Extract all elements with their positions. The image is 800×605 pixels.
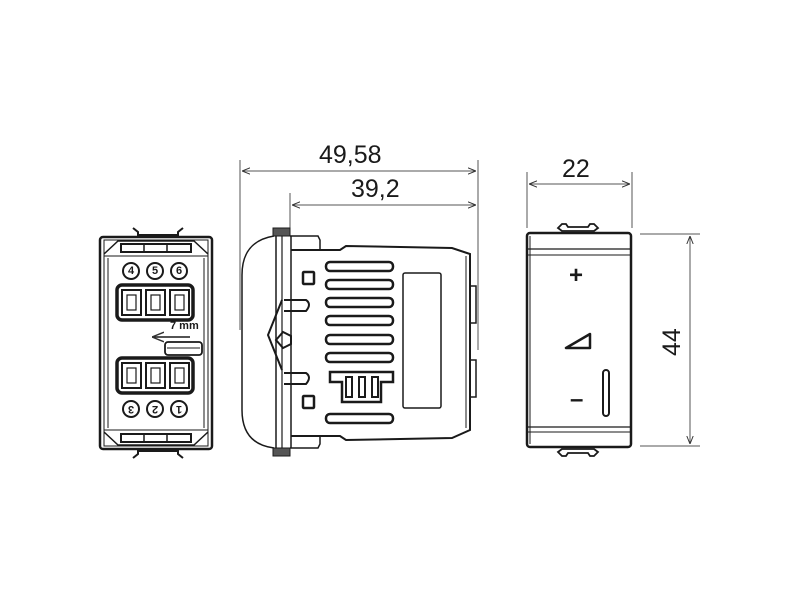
rear-view [98, 227, 214, 459]
terminal-3: 3 [122, 400, 140, 418]
dimmer-ramp-icon [564, 332, 592, 350]
terminal-5: 5 [146, 262, 164, 280]
terminal-4: 4 [122, 262, 140, 280]
dimension-height: 44 [658, 328, 686, 356]
terminal-6: 6 [170, 262, 188, 280]
dimension-body-depth: 39,2 [351, 175, 400, 203]
plus-icon: + [569, 262, 584, 289]
terminal-1: 1 [170, 400, 188, 418]
side-view [239, 160, 479, 457]
minus-icon: – [570, 386, 584, 413]
terminal-2: 2 [146, 400, 164, 418]
dimension-width: 22 [562, 155, 590, 183]
dimension-total-depth: 49,58 [319, 141, 382, 169]
strip-length-label: 7 mm [170, 320, 199, 332]
front-view [525, 172, 700, 457]
